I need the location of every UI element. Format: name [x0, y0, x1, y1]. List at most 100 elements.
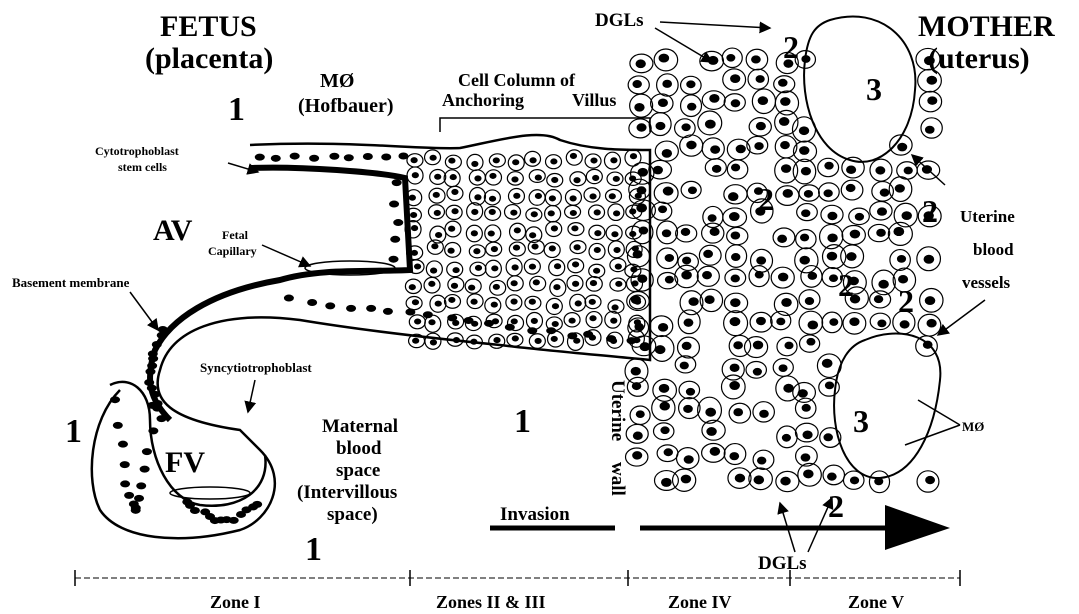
cell-nucleus [849, 317, 859, 326]
trophoblast-nucleus [390, 236, 400, 243]
trophoblast-nucleus [284, 295, 294, 302]
cell-nucleus [412, 299, 419, 305]
cell-nucleus [430, 155, 437, 161]
cell-nucleus [799, 126, 809, 135]
cell-nucleus [855, 213, 864, 221]
cell-nucleus [827, 233, 837, 242]
cell-nucleus [799, 256, 809, 265]
mo-right-leader-2 [905, 425, 960, 445]
cell-nucleus [570, 195, 577, 201]
cell-nucleus [471, 209, 478, 215]
cell-nucleus [550, 158, 557, 164]
cell-nucleus [535, 338, 542, 344]
cell-nucleus [710, 447, 721, 456]
cell-nucleus [493, 337, 500, 343]
trophoblast-nucleus [110, 396, 120, 403]
cell-nucleus [778, 273, 788, 282]
trophoblast-nucleus [152, 341, 162, 348]
cell-nucleus [510, 210, 517, 216]
mo-right-leader-1 [918, 400, 960, 425]
region-1-center: 1 [514, 403, 531, 440]
cell-nucleus [573, 177, 580, 183]
uterine-blood-vessel-upper [804, 16, 915, 161]
cell-nucleus [589, 193, 596, 199]
cell-nucleus [710, 227, 720, 235]
uterine-vessels-label-3: vessels [962, 273, 1011, 292]
cell-nucleus [554, 263, 561, 269]
cell-nucleus [783, 189, 793, 198]
cell-nucleus [570, 210, 577, 216]
cell-nucleus [613, 210, 620, 216]
cell-nucleus [801, 453, 811, 461]
trophoblast-nucleus [120, 461, 130, 468]
cell-nucleus [409, 284, 416, 290]
trophoblast-nucleus [113, 422, 123, 429]
cell-nucleus [753, 368, 762, 376]
cell-nucleus [756, 75, 765, 83]
cell-nucleus [551, 225, 558, 231]
cell-nucleus [705, 408, 716, 417]
cell-nucleus [448, 297, 455, 303]
cell-nucleus [655, 345, 666, 354]
cell-nucleus [683, 405, 693, 413]
cell-nucleus [686, 388, 695, 396]
cell-nucleus [570, 153, 577, 159]
trophoblast-nucleus [398, 152, 408, 159]
cell-nucleus [410, 212, 417, 218]
cell-nucleus [808, 272, 818, 280]
cell-nucleus [409, 195, 416, 201]
cell-nucleus [551, 177, 558, 183]
cell-nucleus [726, 54, 735, 62]
cell-nucleus [632, 451, 642, 460]
placenta-subtitle: (placenta) [145, 42, 273, 75]
trophoblast-nucleus [252, 501, 262, 508]
cell-nucleus [475, 265, 482, 271]
cell-nucleus [777, 235, 787, 243]
cell-nucleus [731, 99, 741, 107]
cell-nucleus [827, 252, 837, 261]
cell-nucleus [411, 250, 418, 256]
cell-nucleus [590, 280, 597, 286]
zone-label-1: Zone I [210, 592, 261, 612]
cell-nucleus [533, 279, 540, 285]
cell-nucleus [730, 298, 740, 307]
cell-nucleus [434, 174, 441, 180]
cell-nucleus [468, 285, 475, 291]
cell-nucleus [705, 120, 716, 129]
cell-nucleus [874, 295, 883, 303]
dgls-bottom-label: DGLs [758, 553, 807, 574]
cell-nucleus [805, 297, 814, 305]
cell-nucleus [708, 214, 717, 222]
cell-nucleus [729, 381, 740, 390]
uterine-wall-label-1: Uterine [607, 380, 628, 441]
cell-nucleus [659, 384, 670, 393]
cell-nucleus [756, 122, 766, 130]
cell-nucleus [778, 79, 787, 87]
cell-nucleus [430, 268, 437, 274]
cell-nucleus [733, 408, 743, 416]
cell-nucleus [658, 323, 668, 332]
cell-nucleus [876, 229, 886, 237]
cell-nucleus [755, 271, 764, 279]
cell-nucleus [548, 210, 555, 216]
cell-nucleus [633, 432, 643, 440]
cell-nucleus [615, 281, 622, 287]
cell-nucleus [733, 341, 743, 349]
region-2-center: 2 [838, 267, 854, 303]
cell-nucleus [924, 255, 935, 264]
uterine-vessels-label-2: blood [973, 240, 1014, 259]
cell-nucleus [640, 342, 651, 351]
cell-nucleus [636, 203, 647, 212]
cell-nucleus [846, 166, 856, 175]
trophoblast-nucleus [271, 155, 281, 162]
cell-nucleus [900, 320, 910, 328]
dgls-top-label: DGLs [595, 10, 644, 31]
region-2-right-mid: 2 [898, 283, 914, 319]
cell-nucleus [549, 195, 556, 201]
cell-nucleus [489, 209, 496, 215]
cell-nucleus [471, 161, 478, 167]
cell-nucleus [663, 187, 674, 196]
cell-nucleus [702, 271, 712, 279]
cell-nucleus [877, 320, 886, 328]
